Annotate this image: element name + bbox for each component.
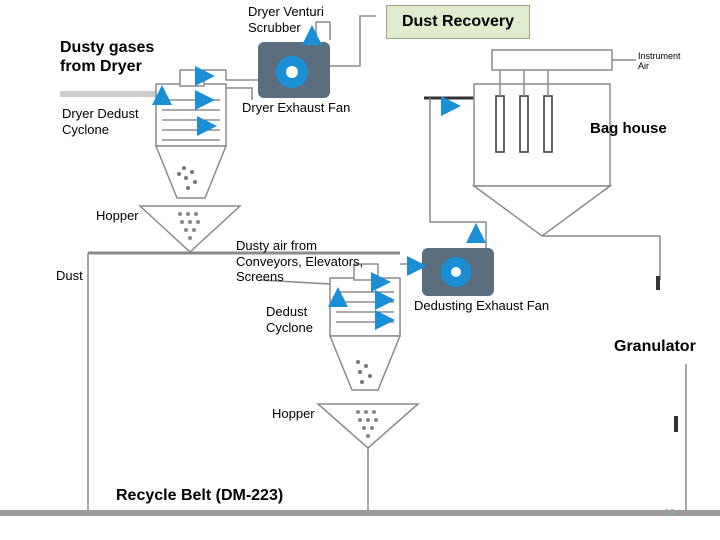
label-bag-house: Bag house bbox=[590, 120, 667, 137]
return-line bbox=[429, 98, 661, 280]
label-granulator: Granulator bbox=[614, 338, 696, 355]
dedusting-exhaust-fan bbox=[422, 248, 494, 296]
label-dusty-air: Dusty air from Conveyors, Elevators, Scr… bbox=[236, 238, 364, 285]
bag-house bbox=[471, 49, 636, 237]
label-venturi: Dryer Venturi Scrubber bbox=[248, 4, 324, 35]
hopper-1 bbox=[138, 205, 242, 254]
recycle-belt bbox=[0, 510, 720, 516]
title-box: Dust Recovery bbox=[386, 5, 530, 39]
label-dusty-gases: Dusty gases from Dryer bbox=[60, 39, 155, 76]
label-dedusting-exhaust-fan: Dedusting Exhaust Fan bbox=[414, 298, 550, 313]
label-hopper-2: Hopper bbox=[272, 406, 315, 421]
label-hopper-1: Hopper bbox=[96, 208, 139, 223]
label-dedust-cyclone: Dedust Cyclone bbox=[266, 304, 313, 335]
diagram-title: Dust Recovery bbox=[401, 13, 515, 30]
dust-particles-2 bbox=[356, 360, 372, 384]
page-number: 18 bbox=[664, 508, 676, 519]
flow-arrows bbox=[152, 25, 486, 330]
dust-particles bbox=[177, 166, 197, 190]
exhaust-pipe bbox=[330, 15, 376, 67]
label-recycle-belt: Recycle Belt (DM-223) bbox=[116, 487, 284, 504]
dryer-exhaust-fan bbox=[258, 42, 330, 98]
hopper-2 bbox=[316, 403, 420, 449]
label-dryer-dedust-cyclone: Dryer Dedust Cyclone bbox=[62, 106, 139, 137]
label-dust: Dust bbox=[56, 268, 83, 283]
label-dryer-exhaust-fan: Dryer Exhaust Fan bbox=[242, 100, 351, 115]
label-instrument-air: Instrument Air bbox=[638, 51, 681, 71]
